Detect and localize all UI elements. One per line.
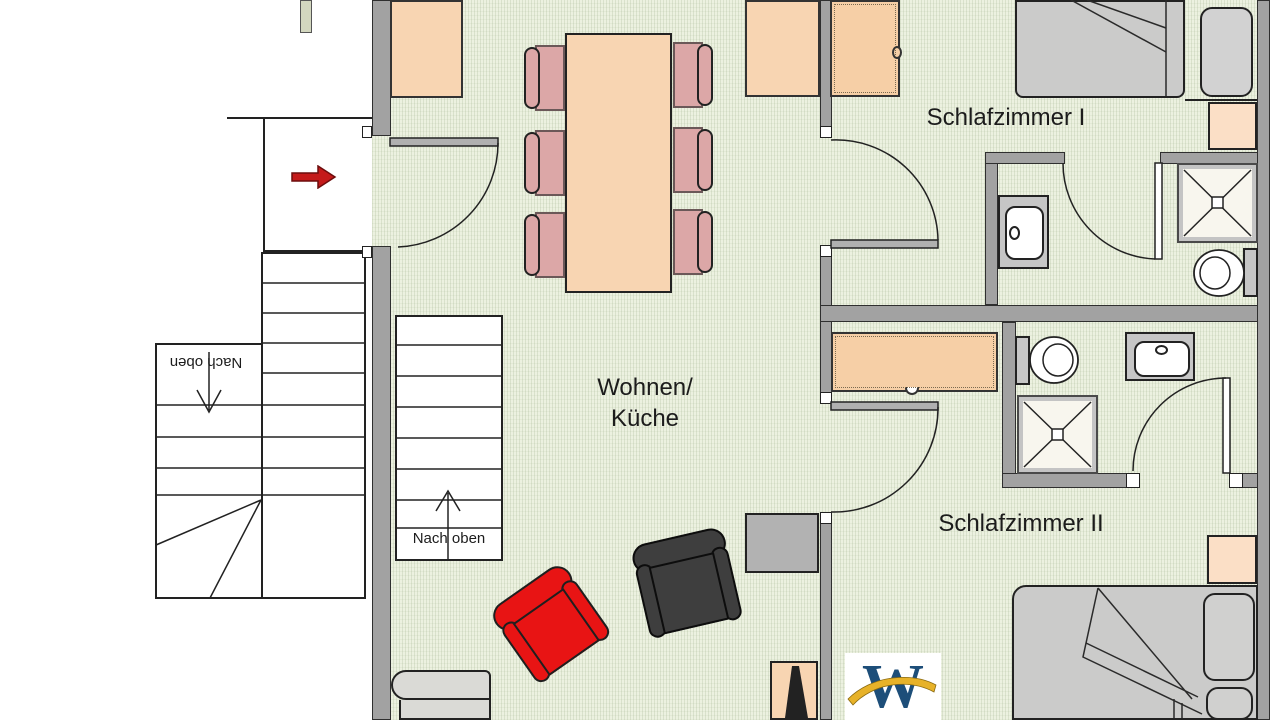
- door-bath2: [1132, 377, 1231, 474]
- wall-bath2-side: [1002, 322, 1016, 474]
- door-jamb: [820, 126, 832, 138]
- wall-left-top: [372, 0, 391, 136]
- dining-chair: [524, 212, 565, 278]
- toilet-bath2: [1015, 333, 1081, 388]
- bedroom1-label: Schlafzimmer I: [926, 104, 1086, 131]
- wall-left-bottom: [372, 246, 391, 720]
- door-jamb: [362, 246, 372, 258]
- interior-staircase: [395, 315, 503, 561]
- sink-drain: [1009, 226, 1020, 240]
- wall-bedroom-divider: [820, 305, 1270, 322]
- dining-chair: [673, 209, 713, 275]
- door-jamb: [1126, 473, 1140, 488]
- living-room-label: Wohnen/ Küche: [560, 372, 730, 434]
- wall-right-outer: [1257, 0, 1270, 720]
- stairs-up-arrow: [435, 489, 461, 559]
- door-jamb: [1229, 473, 1243, 488]
- wall-bath1-top-left: [985, 152, 1065, 164]
- wardrobe-knob: [905, 387, 919, 395]
- stairs-down-arrow: [196, 352, 222, 414]
- door-jamb: [820, 512, 832, 524]
- sofa-seat: [399, 700, 491, 720]
- sofa-back: [391, 670, 491, 700]
- sink-drain: [1155, 345, 1168, 355]
- bedroom2-label: Schlafzimmer II: [938, 510, 1104, 537]
- exterior-staircase: [155, 252, 366, 599]
- wall-bath2-bottom: [1002, 473, 1129, 488]
- door-entry: [389, 137, 499, 248]
- dining-chair: [524, 45, 565, 111]
- interior-stairs-label: Nach oben: [412, 530, 486, 547]
- tv-icon: [785, 666, 808, 718]
- shower-bath2: [1017, 395, 1098, 474]
- toilet-bath1: [1192, 246, 1259, 299]
- shower-bath1: [1177, 163, 1258, 243]
- dining-chair: [673, 42, 713, 108]
- bed1-blanket-lines: [1070, 0, 1167, 96]
- nightstand-bedroom2: [1207, 535, 1257, 584]
- sink-bath1: [998, 195, 1049, 269]
- living-room-label-line2: Küche: [610, 405, 680, 432]
- living-room-label-line1: Wohnen/: [597, 374, 693, 401]
- dining-table: [565, 33, 672, 293]
- pillow: [1206, 687, 1253, 720]
- bed2-blanket-lines: [1082, 587, 1203, 718]
- dresser-bedroom1: [1208, 102, 1257, 150]
- tv-board: [745, 513, 819, 573]
- tv-stand: [770, 661, 818, 720]
- logo: W: [845, 653, 941, 720]
- door-jamb: [820, 245, 832, 257]
- wardrobe-bedroom1: [830, 0, 902, 97]
- door-jamb: [362, 126, 372, 138]
- railing-post: [300, 0, 312, 33]
- bed-bedroom1: [1015, 0, 1185, 98]
- door-jamb: [820, 392, 832, 404]
- logo-swoosh-icon: [847, 677, 937, 706]
- exterior-stairs-label: Nach oben: [169, 354, 243, 371]
- wall-bath1-side: [985, 163, 998, 305]
- nightstand-bedroom1: [1200, 7, 1253, 97]
- pillow: [1203, 593, 1255, 681]
- entry-arrow-icon: [291, 165, 337, 189]
- wardrobe-knob: [892, 46, 902, 59]
- sideboard-right: [745, 0, 820, 97]
- sideboard-left: [390, 0, 463, 98]
- door-bath1: [1062, 162, 1163, 260]
- wall-mid-bottom: [820, 512, 832, 720]
- bed1-frame-line: [1185, 99, 1257, 101]
- door-bedroom1: [830, 139, 939, 249]
- door-bedroom2: [830, 401, 939, 513]
- wardrobe-bedroom2: [831, 332, 998, 395]
- dining-chair: [524, 130, 565, 196]
- sink-bath2: [1125, 332, 1195, 381]
- dining-chair: [673, 127, 713, 193]
- bed-bedroom2: [1012, 585, 1258, 720]
